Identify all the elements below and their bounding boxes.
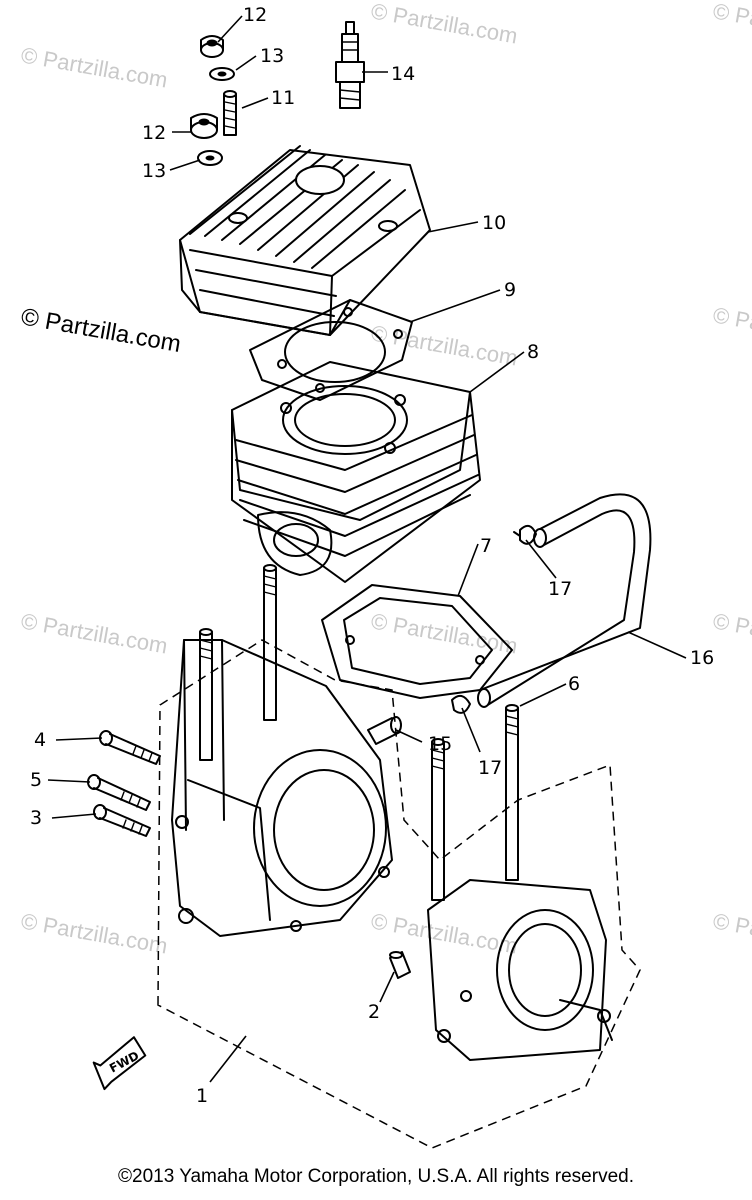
crankcase-stud-left-2: [263, 564, 277, 721]
watermark-text: © Partzilla.com: [369, 0, 519, 49]
spark-plug-14: [335, 21, 365, 109]
watermark-text: © Partzilla.com: [369, 908, 519, 958]
crankcase-assembly-outline: [157, 639, 641, 1149]
watermark-text: © Partzilla.com: [711, 908, 752, 958]
callout-16: 16: [690, 647, 714, 669]
hose-clip-17-bottom: [451, 694, 471, 714]
callout-17-bottom: 17: [478, 757, 502, 779]
crankcase-right-half: [427, 879, 613, 1061]
callout-8: 8: [527, 341, 539, 363]
bolt-5: [87, 774, 151, 811]
callout-11: 11: [271, 87, 295, 109]
callout-4: 4: [34, 729, 46, 751]
copyright-notice: ©2013 Yamaha Motor Corporation, U.S.A. A…: [118, 1166, 634, 1187]
callout-numbers: 12 13 11 14 12 13 10 9 8 7 17 16 6 17 15…: [30, 4, 714, 1107]
washer-13-side: [197, 150, 223, 166]
crankcase-stud-right-1: [431, 738, 445, 901]
base-gasket-7: [321, 584, 513, 699]
callout-10: 10: [482, 212, 506, 234]
callout-7: 7: [480, 535, 492, 557]
cylinder-8: [231, 361, 481, 583]
watermark-text: © Partzilla.com: [369, 320, 519, 370]
watermark-text: © Partzilla.com: [19, 42, 169, 92]
callout-12-side: 12: [142, 122, 166, 144]
bolt-3: [93, 804, 151, 837]
nut-12-top: [200, 35, 224, 58]
cylinder-head-10: [179, 145, 431, 336]
callout-3: 3: [30, 807, 42, 829]
washer-13-top: [209, 67, 235, 81]
callout-2: 2: [368, 1001, 380, 1023]
watermark-text: © Partzilla.com: [711, 608, 752, 658]
watermark-text: © Partzilla.com: [711, 302, 752, 352]
head-gasket-9: [249, 299, 413, 401]
watermark-text: © Partzilla.com: [19, 908, 169, 958]
hose-clip-17-top: [513, 524, 537, 545]
callout-14: 14: [391, 63, 415, 85]
callout-6: 6: [568, 673, 580, 695]
callout-5: 5: [30, 769, 42, 791]
watermark-text: © Partzilla.com: [19, 608, 169, 658]
bolt-4: [99, 730, 161, 765]
callout-1: 1: [196, 1085, 208, 1107]
hose-16: [477, 493, 652, 708]
callout-9: 9: [504, 279, 516, 301]
crankcase-stud-left-1: [199, 628, 213, 761]
dowel-pin-2: [389, 951, 411, 979]
callout-15: 15: [428, 733, 452, 755]
watermark-text: © Partzilla.com: [711, 0, 752, 49]
watermark-main: © Partzilla.com: [19, 303, 183, 358]
callout-17-top: 17: [548, 578, 572, 600]
crankcase-stud-right-6: [505, 704, 519, 881]
callout-12-top: 12: [243, 4, 267, 26]
nut-12-side: [190, 113, 218, 139]
fwd-arrow-icon: FWD: [92, 1036, 147, 1091]
callout-13-side: 13: [142, 160, 166, 182]
leader-lines: [47, 15, 687, 1083]
stud-bolt-11: [223, 90, 237, 136]
callout-13-top: 13: [260, 45, 284, 67]
crankcase-left-half: [171, 639, 393, 937]
